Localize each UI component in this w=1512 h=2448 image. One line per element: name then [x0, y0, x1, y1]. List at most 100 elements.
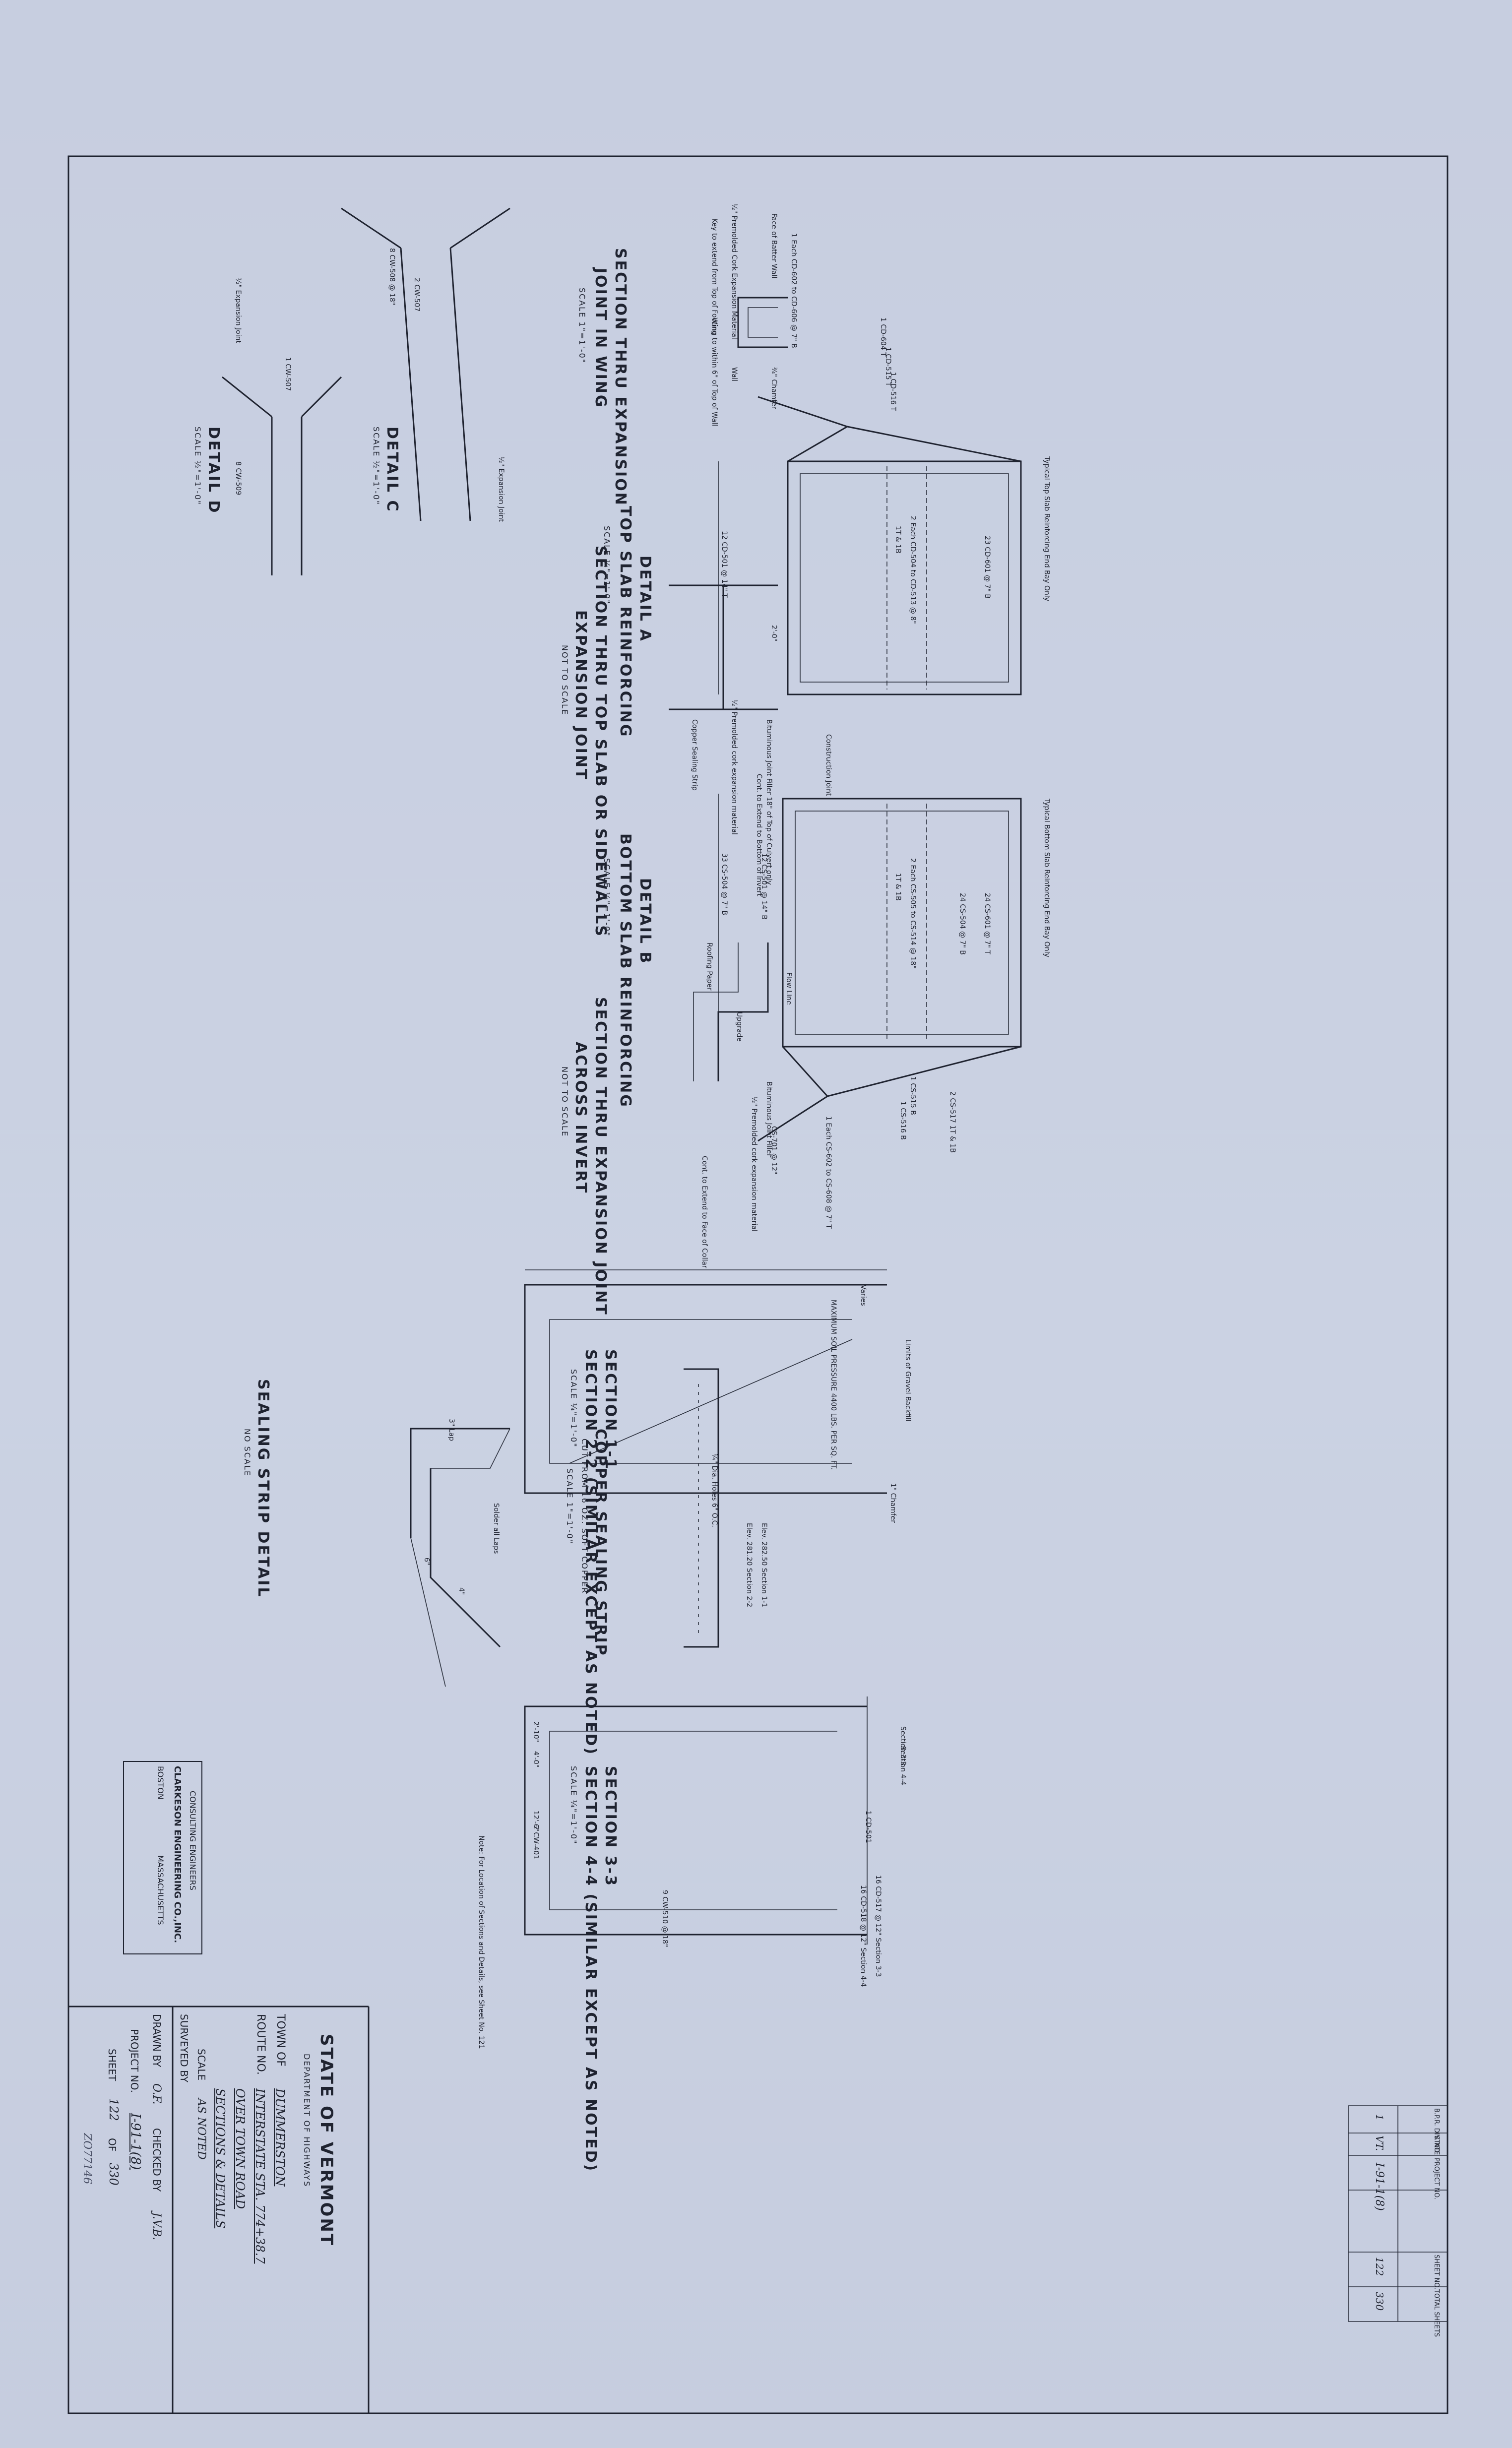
label-wall: Wall: [730, 367, 738, 382]
consultant-line2: CLARKESON ENGINEERING CO.,INC.: [172, 1766, 183, 1944]
label-b-24cs2: 24 CS-504 @ 7" B: [958, 893, 966, 955]
scale-label: SCALE: [195, 2049, 207, 2081]
index-value-total: 330: [1374, 2292, 1386, 2311]
label-wing: Wing: [710, 317, 718, 335]
detail-d-title: DETAIL D: [205, 427, 222, 514]
label-chamfer: 1" Chamfer: [889, 1483, 897, 1523]
detail-b-title: DETAIL B: [636, 878, 654, 965]
label-bottom-bay: Typical Bottom Slab Reinforcing End Bay …: [1043, 799, 1051, 957]
exp-wing-sub: JOINT IN WING: [592, 268, 609, 409]
label-flow-line: Flow Line: [785, 972, 793, 1005]
checked-label: CHECKED BY: [151, 2128, 163, 2192]
drawn-label: DRAWN BY: [151, 2014, 163, 2068]
label-a-each: 1 Each CD-602 to CD-606 @ 7" B: [790, 233, 798, 348]
consultant-line4: MASSACHUSETTS: [156, 1855, 165, 1925]
project-label: PROJECT NO.: [128, 2029, 140, 2093]
label-dim-20: 2'-0": [770, 625, 778, 642]
detail-c-scale: SCALE ½"=1'-0": [372, 427, 381, 505]
detail-a-outline: [787, 460, 1022, 695]
exp-top-sub: EXPANSION JOINT: [572, 610, 589, 781]
index-value-sheet: 122: [1374, 2257, 1386, 2276]
label-cw507b: 1 CW-507: [284, 357, 292, 391]
label-premolded-wing: ½" Premolded Cork Expansion Material: [730, 203, 738, 339]
consultant-line1: CONSULTING ENGINEERS: [188, 1791, 197, 1890]
detail-a-sub: TOP SLAB REINFORCING: [617, 506, 634, 738]
section-33-scale: SCALE ¼"=1'-0": [569, 1766, 578, 1845]
label-note-loc: Note: For Location of Sections and Detai…: [477, 1835, 485, 2049]
label-s33-cd501: 1 CD-501: [864, 1811, 872, 1843]
label-a-23cd: 23 CD-601 @ 7" B: [983, 536, 991, 599]
label-lap3: 3" Lap: [447, 1419, 455, 1442]
index-header-state: STATE: [1433, 2135, 1440, 2155]
label-b-each: 1 Each CS-602 to CS-608 @ 7" T: [824, 1116, 832, 1229]
exp-top-scale: NOT TO SCALE: [560, 645, 569, 716]
label-dia-holes: ¼" Dia. Holes 6" O.C.: [710, 1453, 718, 1527]
detail-d-scale: SCALE ½"=1'-0": [193, 427, 202, 505]
sealing-strip-outline: [410, 1428, 510, 1538]
state-title: STATE OF VERMONT: [316, 2034, 336, 2247]
label-s33-a: 2'-10": [532, 1721, 540, 1743]
town-label: TOWN OF: [274, 2014, 287, 2067]
index-value-state: VT.: [1374, 2135, 1386, 2151]
label-s33-e: Section 4-4: [899, 1746, 907, 1786]
sheet-title-value: SECTIONS & DETAILS: [213, 2088, 227, 2229]
surveyed-label: SURVEYED BY: [178, 2014, 190, 2082]
exp-top-title: SECTION THRU TOP SLAB OR SIDEWALLS: [592, 546, 609, 938]
label-b-2each: 2 Each CS-505 to CS-514 @ 18": [909, 858, 917, 969]
section-11-note: MAXIMUM SOIL PRESSURE 4400 LBS. PER SQ. …: [829, 1300, 837, 1470]
label-copper-strip: Copper Sealing Strip: [691, 719, 698, 791]
label-s33-b: 4'-0": [532, 1751, 540, 1768]
label-b-cs516: 1 CS-516 B: [899, 1101, 907, 1140]
label-a-12cd: 12 CD-501 @ 14" T: [720, 531, 728, 598]
project-value: I-91-1(8): [128, 2113, 143, 2170]
label-exp-joint2: ½" Expansion Joint: [234, 278, 242, 343]
section-1-1-outline: [524, 1284, 887, 1494]
label-a-tb: 1T & 1B: [894, 526, 902, 554]
section-33-title: SECTION 3-3: [602, 1766, 619, 1887]
label-construction-joint: Construction Joint: [824, 734, 832, 796]
exp-invert-sub: ACROSS INVERT: [572, 1042, 589, 1194]
index-value-div: 1: [1374, 2114, 1386, 2121]
label-b-tb: 1T & 1B: [894, 873, 902, 901]
detail-a-title: DETAIL A: [636, 556, 654, 642]
label-elev2: Elev. 281.20 Section 2-2: [745, 1523, 753, 1608]
label-upgrade: Upgrade: [735, 1012, 743, 1042]
detail-b-sub: BOTTOM SLAB REINFORCING: [617, 833, 634, 1108]
of-label: OF: [106, 2138, 118, 2152]
exp-wing-title: SECTION THRU EXPANSION: [612, 248, 629, 506]
copper-scale: SCALE 1"=1'-0": [565, 1468, 574, 1545]
scale-value: AS NOTED: [195, 2098, 207, 2160]
section-11-scale: SCALE ¼"=1'-0": [569, 1369, 578, 1448]
of-value: 330: [107, 2163, 121, 2186]
sealing-title: SEALING STRIP DETAIL: [254, 1379, 272, 1598]
sheet-label: SHEET: [106, 2049, 118, 2081]
route-value: INTERSTATE STA. 774+38.7: [253, 2088, 267, 2264]
copper-sub: CUT FROM 16 OZ. SOFT COPPER: [580, 1439, 589, 1594]
exp-invert-outline: [717, 942, 769, 1081]
section-3-3-outline: [524, 1705, 867, 1936]
label-roofing: Roofing Paper: [705, 942, 713, 991]
label-top-bay: Typical Top Slab Reinforcing End Bay Onl…: [1043, 456, 1051, 602]
copper-title: COPPER SEALING STRIP: [592, 1429, 609, 1657]
label-face-batter: Face of Batter Wall: [770, 213, 778, 279]
label-varies: Varies: [859, 1285, 867, 1306]
sealing-scale: NO SCALE: [243, 1429, 252, 1477]
label-limits-gravel: Limits of Gravel Backfill: [904, 1339, 912, 1422]
town-value: DUMMERSTON: [273, 2088, 287, 2187]
exp-wing-outline: [737, 297, 788, 348]
label-b-cs515: 1 CS-515 B: [909, 1076, 917, 1115]
label-s33-9cw: 9 CW-510 @ 18": [661, 1890, 669, 1947]
exp-wing-scale: SCALE 1"=1'-0": [577, 288, 587, 364]
exp-invert-scale: NOT TO SCALE: [560, 1067, 569, 1137]
label-elev1: Elev. 282.50 Section 1-1: [760, 1523, 768, 1608]
detail-c-title: DETAIL C: [383, 427, 401, 513]
label-exp-joint: ½" Expansion Joint: [497, 456, 505, 522]
label-premolded2: ½" Premolded cork expansion material: [730, 699, 738, 835]
structure-value: OVER TOWN ROAD: [233, 2088, 247, 2209]
label-dim6: 6": [423, 1558, 431, 1566]
label-premolded3: ½" Premolded cork expansion material: [750, 1096, 758, 1232]
consultant-line3: BOSTON: [156, 1766, 165, 1800]
